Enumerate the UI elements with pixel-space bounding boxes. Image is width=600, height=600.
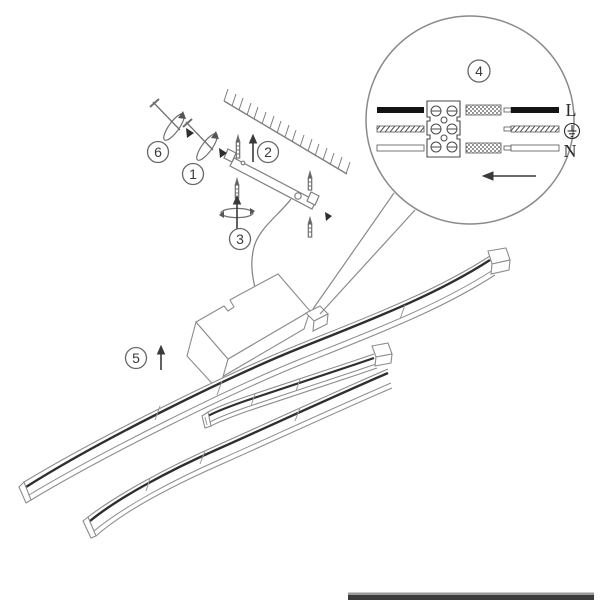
light-bar-front [82,368,393,539]
live-label: L [566,100,577,120]
bar-segment-joints [250,378,301,407]
bar-segment-joints [145,407,301,492]
earth-wire-left [376,125,425,133]
screw-step6 [149,98,194,141]
svg-text:1: 1 [189,166,197,182]
earth-icon [563,122,581,140]
earth-wire-right [510,125,560,133]
callout-steps: 6 1 2 3 4 5 [124,59,491,370]
bar-left-cap [201,411,212,429]
light-bar-back [18,247,511,504]
sleeve-neutral [465,142,502,154]
neutral-wire-left [376,144,425,152]
supply-wires [376,107,425,152]
direction-arrow [219,148,227,158]
bracket-left-tab [223,148,237,163]
mounting-bracket [223,148,320,210]
bar-dark-edge [207,356,375,417]
bar-dark-edge [89,371,389,522]
left-arrow-icon [481,171,536,181]
bar-right-cap-front [490,259,511,275]
light-bar-middle [201,342,393,429]
bar-segment-joints [154,304,406,421]
rotation-arrow-right [250,208,255,215]
live-wire-right [511,107,559,113]
bar-dark-edge [25,258,491,489]
svg-text:5: 5 [132,350,140,366]
ceiling-anchors [234,133,313,238]
up-arrow-step2 [248,133,258,162]
svg-text:4: 4 [475,63,483,79]
rotation-arrow-left [219,211,224,218]
neutral-label: N [564,141,577,161]
callout-step5: 5 [124,346,148,370]
screw-head [182,118,193,128]
neutral-wire-right [510,144,560,152]
bar-left-tip [18,481,32,504]
callout-step6: 6 [146,140,170,164]
anchor-screw-top-right [307,169,313,191]
callout-step4: 4 [467,59,491,83]
live-wire-left [377,107,424,113]
fixture-wires [510,107,560,152]
canopy [186,273,311,393]
detail-bubble: L N [312,15,581,315]
svg-text:3: 3 [236,231,244,247]
callout-step3: 3 [228,227,252,251]
bar-right-cap-front [374,353,393,367]
up-arrow-step5 [156,344,166,370]
callout-step1: 1 [181,162,205,186]
anchor-screw-bottom-right [307,215,313,238]
direction-arrow [186,128,194,138]
terminal-screws [430,105,458,153]
anchor-screw-top-left [235,133,241,159]
pointer-arrow-right-of-bracket [325,212,332,221]
sleeve-live [465,104,502,116]
bracket-screw-hole [294,192,302,200]
wiring-clamp-block [305,305,329,332]
screw-head [149,98,160,108]
svg-text:2: 2 [264,144,272,160]
bar-left-tip [82,516,97,539]
callout-step2: 2 [256,140,280,164]
bracket-right-tab [306,191,320,206]
ceiling-hatching [223,88,351,175]
up-arrow-step3 [232,194,242,230]
terminal-block [426,100,461,158]
screw-step1 [182,118,227,161]
svg-text:6: 6 [154,144,162,160]
power-wire [251,198,292,293]
bracket-left-hole [240,160,246,166]
bottom-bar [348,592,594,600]
canopy-top [195,273,311,360]
ceiling-surface [223,88,351,175]
